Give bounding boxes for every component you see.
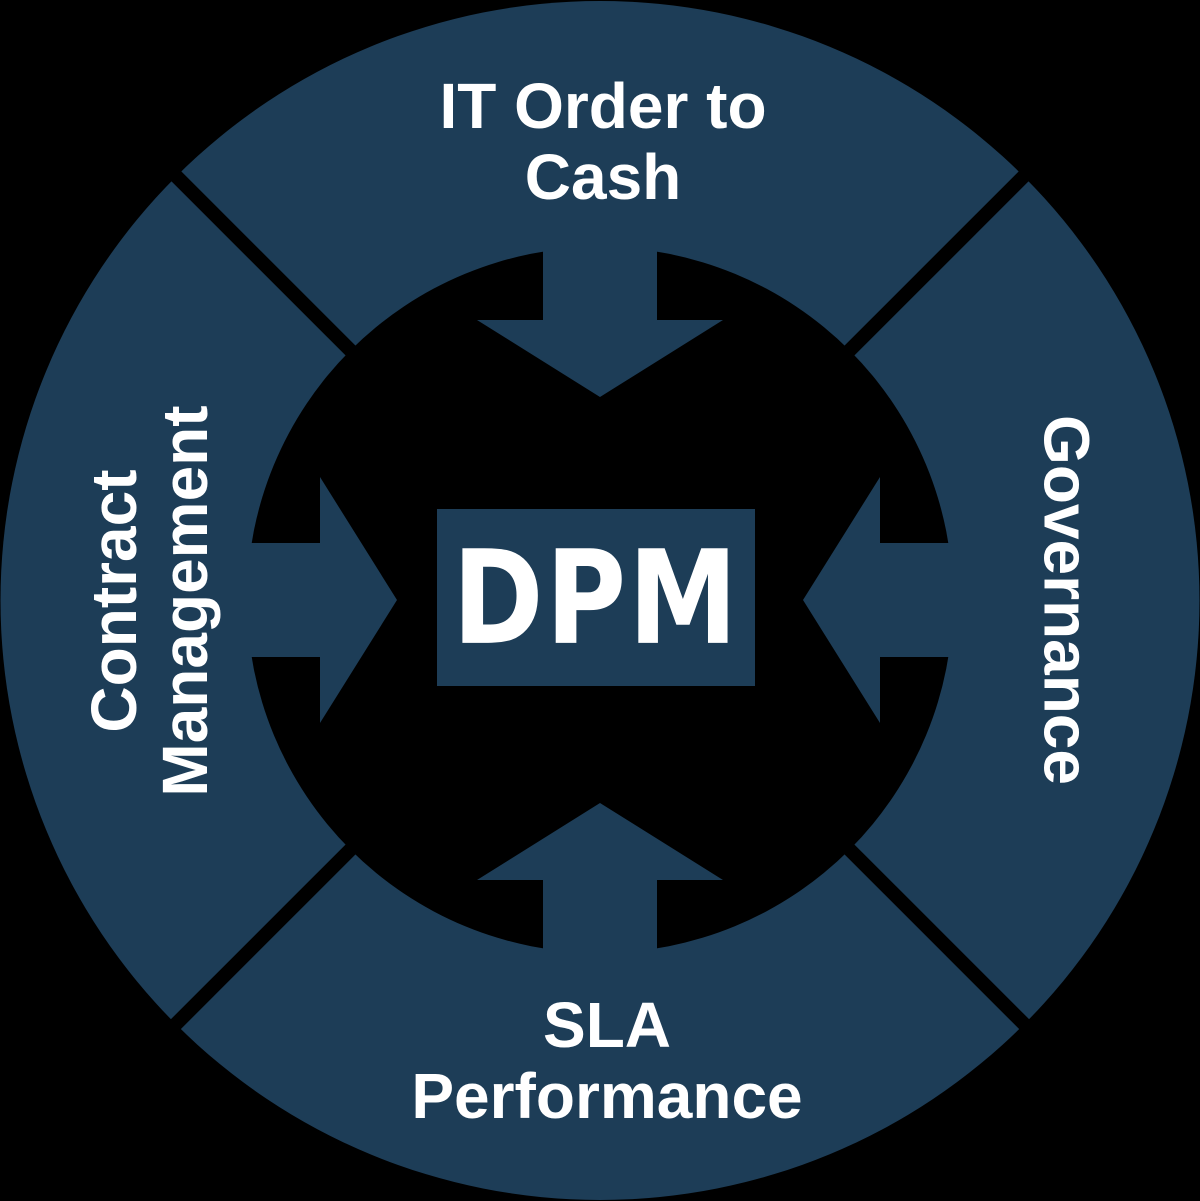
segment-divider-se xyxy=(831,831,1047,1047)
segment-divider-nw xyxy=(153,153,369,369)
segment-label-bottom-line1: SLA xyxy=(543,989,671,1061)
segment-label-top: IT Order to Cash xyxy=(439,71,766,213)
center-box xyxy=(437,509,755,686)
segment-label-top-line1: IT Order to xyxy=(439,70,767,142)
segment-label-top-line2: Cash xyxy=(524,141,682,213)
segment-label-bottom-line2: Performance xyxy=(411,1060,803,1132)
center-logo-label: DPM xyxy=(452,521,740,674)
segment-label-bottom: SLA Performance xyxy=(411,990,802,1132)
segment-divider-ne xyxy=(831,153,1047,369)
segment-label-right-line1: Governance xyxy=(1030,415,1103,785)
segment-divider-sw xyxy=(153,831,369,1047)
segment-label-left: Contract Management xyxy=(78,405,221,797)
segment-label-left-line2: Management xyxy=(149,405,221,797)
segment-label-right: Governance xyxy=(1030,415,1103,785)
segment-label-left-line1: Contract xyxy=(78,469,150,733)
arrow-top-icon xyxy=(477,230,723,397)
